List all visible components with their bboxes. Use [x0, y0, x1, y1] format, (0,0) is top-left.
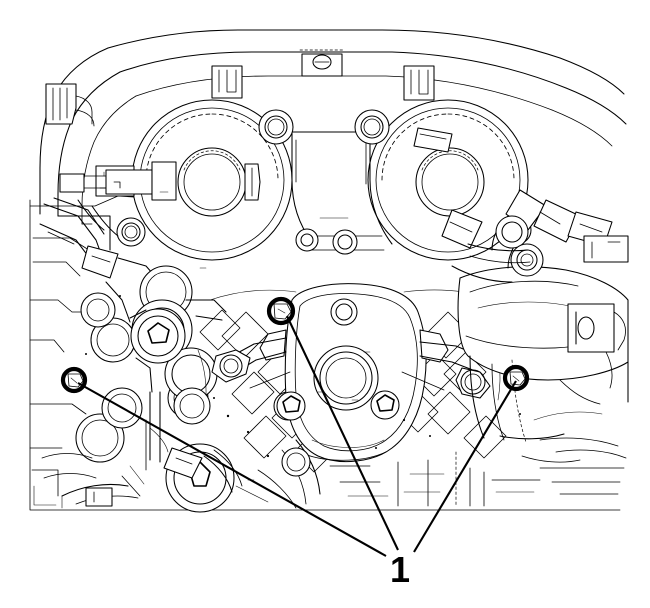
callout-label-1: 1: [390, 549, 410, 590]
coolant-outlet-pipe: [457, 266, 629, 443]
wiring-connector-right: [451, 189, 629, 283]
lower-left-detail: [41, 427, 243, 507]
lower-right-detail: [397, 411, 627, 507]
manifold-bolt-bosses: [116, 109, 532, 255]
leader-line-right: [413, 380, 517, 553]
water-pump-housing: [259, 283, 449, 463]
wiring-connector-left: [59, 161, 177, 237]
pump-side-arms: [211, 337, 491, 399]
intake-manifold-plenum: [39, 29, 627, 251]
leader-line-left: [77, 382, 387, 557]
engine-block-background: [29, 195, 621, 511]
highlighted-fastener-bolt-left: [60, 366, 88, 394]
callout-leader-lines: [77, 315, 517, 557]
leader-line-center: [286, 315, 399, 551]
camshaft-cover-port-right: [367, 99, 529, 261]
highlighted-fastener-bolt-right: [502, 364, 530, 392]
